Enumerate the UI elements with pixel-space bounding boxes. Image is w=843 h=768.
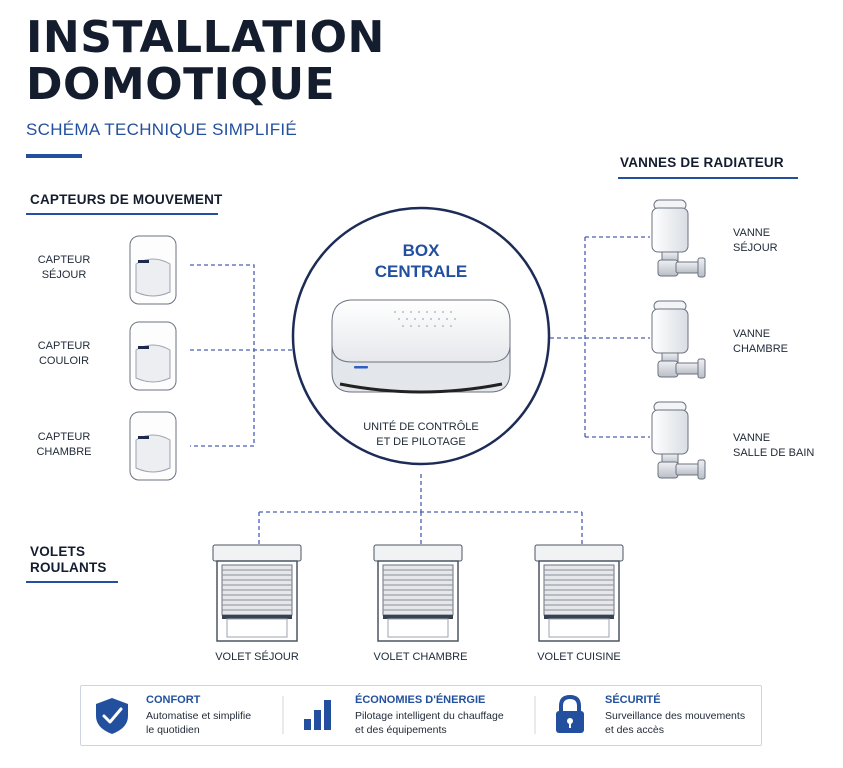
hub-title-line-2: CENTRALE — [374, 262, 468, 281]
hub-description-line-1: UNITÉ DE CONTRÔLE — [363, 421, 479, 433]
sensor-label-line-2: SÉJOUR — [41, 269, 87, 281]
hub-description-line-2: ET DE PILOTAGE — [376, 436, 466, 448]
motion-sensor-icon — [129, 235, 177, 305]
shutter-label: VOLET SÉJOUR — [215, 651, 299, 663]
legend-description: Automatise et simplifie le quotidien — [146, 709, 251, 737]
motion-sensor-icon — [129, 411, 177, 481]
valve-label-line-2: SALLE DE BAIN — [733, 447, 815, 459]
valves-heading: VANNES DE RADIATEUR — [620, 155, 784, 170]
sensor-label-line-2: CHAMBRE — [36, 446, 92, 458]
sensors-heading: CAPTEURS DE MOUVEMENT — [30, 192, 223, 207]
roller-shutter-icon — [212, 544, 302, 642]
legend-description: Pilotage intelligent du chauffage et des… — [355, 709, 504, 737]
sensor-label-line-2: COULOIR — [38, 355, 90, 367]
legend-item-energy: ÉCONOMIES D'ÉNERGIE Pilotage intelligent… — [355, 694, 504, 737]
shutter-label: VOLET CUISINE — [537, 651, 621, 663]
radiator-valve-icon — [651, 300, 706, 379]
shutters-heading-line-2: ROULANTS — [30, 560, 107, 575]
shutter-devices — [212, 544, 624, 642]
motion-sensor-icon — [129, 321, 177, 391]
shield-check-icon — [96, 698, 128, 734]
legend-panel — [80, 685, 762, 746]
legend-description: Surveillance des mouvements et des accès — [605, 709, 745, 737]
legend-dividers — [282, 696, 536, 734]
page-title: INSTALLATION DOMOTIQUE — [26, 14, 385, 108]
hub-title-line-1: BOX — [402, 241, 440, 260]
legend-description-line-1: Automatise et simplifie — [146, 710, 252, 722]
valves-heading-underline — [618, 177, 798, 179]
title-line-2: DOMOTIQUE — [26, 59, 336, 110]
valve-label-line-1: VANNE — [733, 328, 771, 340]
shutters-heading: VOLETS ROULANTS — [30, 544, 107, 576]
hub-description: UNITÉ DE CONTRÔLE ET DE PILOTAGE — [334, 420, 508, 450]
sensor-label-line-1: CAPTEUR — [37, 340, 91, 352]
sensor-label-line-1: CAPTEUR — [37, 254, 91, 266]
page-subtitle: SCHÉMA TECHNIQUE SIMPLIFIÉ — [26, 120, 298, 139]
valve-devices — [651, 199, 706, 480]
hub-device-icon — [331, 299, 511, 394]
legend-description-line-2: et des accès — [605, 724, 664, 736]
sensor-label: CAPTEUR COULOIR — [24, 339, 104, 369]
valve-connector — [550, 236, 650, 438]
valve-label: VANNE SALLE DE BAIN — [733, 431, 814, 461]
valve-label-line-1: VANNE — [733, 432, 771, 444]
legend-title: CONFORT — [146, 694, 201, 706]
valve-label-line-1: VANNE — [733, 227, 771, 239]
valve-label: VANNE SÉJOUR — [733, 226, 778, 256]
padlock-icon — [556, 694, 584, 733]
legend-description-line-1: Surveillance des mouvements — [605, 710, 746, 722]
connector-lines — [190, 236, 650, 545]
roller-shutter-icon — [534, 544, 624, 642]
legend-description-line-2: et des équipements — [355, 724, 447, 736]
valve-label: VANNE CHAMBRE — [733, 327, 788, 357]
shutters-heading-underline — [26, 581, 118, 583]
title-underline — [26, 154, 82, 158]
legend-item-comfort: CONFORT Automatise et simplifie le quoti… — [146, 694, 251, 737]
hub-title: BOX CENTRALE — [334, 240, 508, 282]
valve-label-line-2: CHAMBRE — [733, 343, 789, 355]
radiator-valve-icon — [651, 199, 706, 278]
shutters-heading-line-1: VOLETS — [30, 544, 86, 559]
sensor-connector — [190, 264, 255, 447]
title-line-1: INSTALLATION — [26, 12, 385, 63]
sensors-heading-underline — [26, 213, 218, 215]
valve-label-line-2: SÉJOUR — [733, 242, 778, 254]
sensor-label-line-1: CAPTEUR — [37, 431, 91, 443]
shutter-label: VOLET CHAMBRE — [373, 651, 468, 663]
legend-description-line-1: Pilotage intelligent du chauffage — [355, 710, 504, 722]
radiator-valve-icon — [651, 401, 706, 480]
legend-description-line-2: le quotidien — [146, 724, 200, 736]
sensor-devices — [129, 235, 177, 481]
legend-title: SÉCURITÉ — [605, 694, 661, 706]
legend-title: ÉCONOMIES D'ÉNERGIE — [355, 694, 486, 706]
sensor-label: CAPTEUR SÉJOUR — [24, 253, 104, 283]
legend-item-security: SÉCURITÉ Surveillance des mouvements et … — [605, 694, 745, 737]
roller-shutter-icon — [373, 544, 463, 642]
shutter-connector — [258, 474, 583, 545]
bar-chart-icon — [304, 700, 331, 730]
sensor-label: CAPTEUR CHAMBRE — [24, 430, 104, 460]
